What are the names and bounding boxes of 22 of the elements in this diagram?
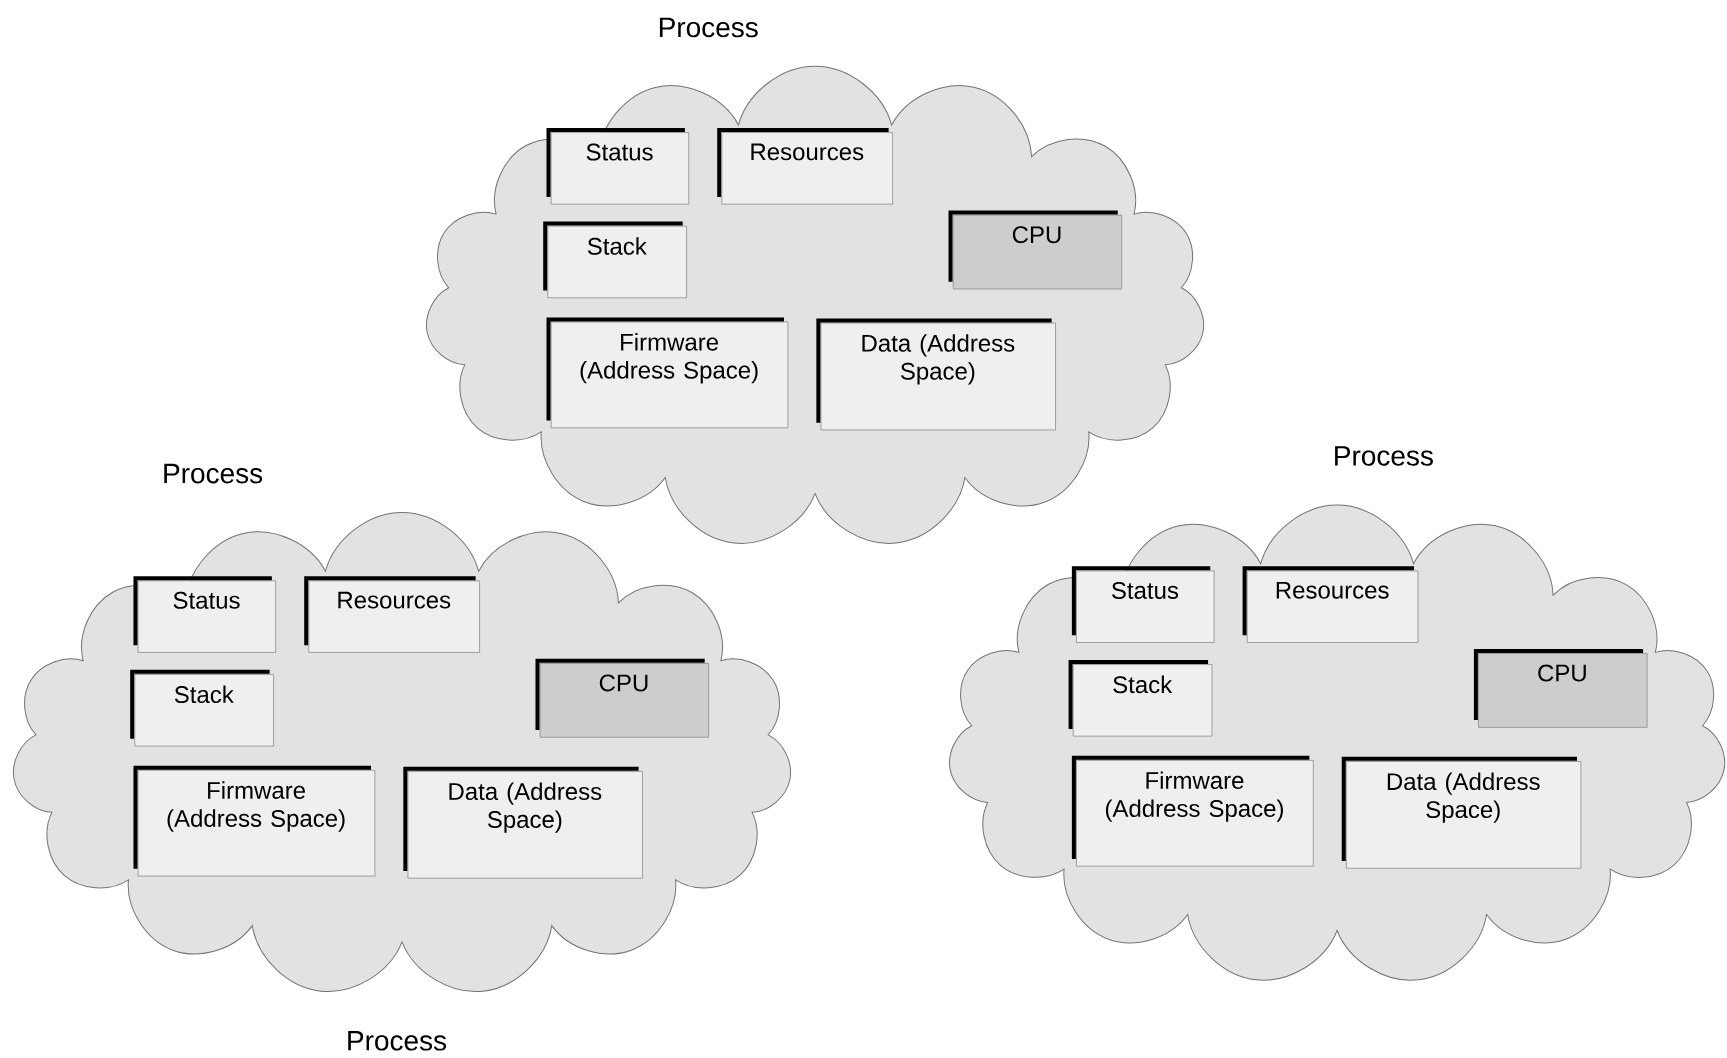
memory-box: Firmware (Address Space) <box>546 317 789 428</box>
memory-box: Data (Address Space) <box>403 766 643 879</box>
label: Process <box>348 1030 447 1051</box>
memory-box: Firmware (Address Space) <box>1071 755 1314 867</box>
memory-box: CPU <box>535 658 710 738</box>
heading: Process <box>1335 446 1433 466</box>
memory-box: CPU <box>948 210 1123 290</box>
memory-box: Data (Address Space) <box>816 318 1056 431</box>
memory-box: Stack <box>1068 659 1213 737</box>
memory-box: Status <box>546 127 690 205</box>
heading: Process <box>164 463 263 484</box>
memory-box: CPU <box>1473 648 1648 728</box>
memory-box: Data (Address Space) <box>1341 756 1582 869</box>
heading: Process <box>659 17 758 38</box>
memory-box: Firmware (Address Space) <box>133 765 376 877</box>
memory-box: Stack <box>130 669 274 747</box>
memory-box: Status <box>133 576 277 653</box>
memory-box: Stack <box>543 221 687 298</box>
memory-box: Resources <box>304 576 480 653</box>
memory-box: Resources <box>717 127 894 205</box>
memory-box: Resources <box>1242 566 1419 643</box>
memory-box: Status <box>1071 566 1215 643</box>
